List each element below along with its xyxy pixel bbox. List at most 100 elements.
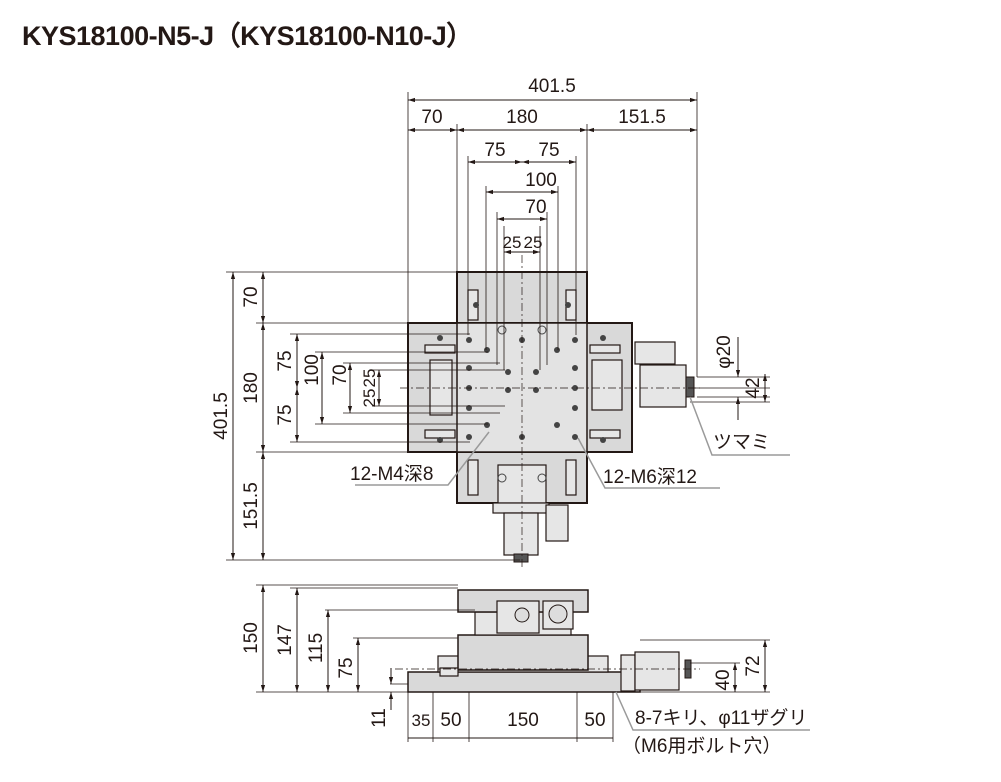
dimension-label: 115 xyxy=(306,633,327,663)
drawing-shape xyxy=(473,302,479,308)
bottom-knob xyxy=(513,553,529,563)
drawing-shape xyxy=(620,654,636,692)
drawing-shape xyxy=(537,473,547,483)
dimension-label: 75 xyxy=(275,350,296,371)
dimension-label: 72 xyxy=(743,655,764,676)
dimension-label: 25 xyxy=(360,369,379,388)
hole-note-sub: （M6用ボルト穴） xyxy=(622,735,781,757)
drawing-shape xyxy=(424,344,456,354)
top-dims-vertical: 401.5 70 180 151.5 75 75 100 70 25 25 xyxy=(211,271,520,561)
dimension-label: 40 xyxy=(713,669,734,690)
drawing-shape xyxy=(497,325,507,335)
dimension-line xyxy=(577,437,720,489)
dimension-label: 100 xyxy=(525,170,557,191)
knob-label: ツマミ xyxy=(713,432,770,453)
drawing-shape xyxy=(600,437,606,443)
tap-m6-label: 12-M6深12 xyxy=(603,466,697,488)
knob-diameter: φ20 xyxy=(714,335,735,368)
right-knob xyxy=(685,376,695,398)
drawing-shape xyxy=(589,429,621,439)
dim-total-width: 401.5 xyxy=(528,76,576,97)
drawing-shape xyxy=(484,422,490,428)
drawing-shape xyxy=(548,604,568,624)
dim-middle: 180 xyxy=(506,107,538,128)
drawing-shape xyxy=(466,365,472,371)
drawing-shape xyxy=(537,325,547,335)
drawing-shape xyxy=(600,335,606,341)
dimension-label: 147 xyxy=(275,624,296,656)
drawing-shape xyxy=(484,347,490,353)
side-view xyxy=(395,589,700,693)
drawing-shape xyxy=(437,437,443,443)
drawing-shape xyxy=(466,405,472,411)
drawing-shape xyxy=(429,359,453,416)
right-connector xyxy=(634,341,676,365)
drawing-shape xyxy=(437,302,606,483)
dimension-label: 11 xyxy=(369,708,390,728)
dimension-label: 25 xyxy=(360,389,379,408)
drawing-shape xyxy=(466,337,472,343)
drawing-shape xyxy=(497,473,507,483)
side-dims: 150 147 115 75 11 40 72 35 50 150 50 8-7… xyxy=(241,584,810,757)
dimension-label: 70 xyxy=(330,364,351,385)
drawing-shape xyxy=(505,369,511,375)
drawing-shape xyxy=(496,600,540,634)
dimension-label: 150 xyxy=(507,710,539,731)
drawing-shape xyxy=(572,337,578,343)
dimension-label: 35 xyxy=(412,711,431,730)
top-view xyxy=(400,255,700,570)
drawing-shape xyxy=(572,365,578,371)
dimension-label: 401.5 xyxy=(211,392,232,440)
dimension-line xyxy=(615,691,810,731)
dimension-label: 75 xyxy=(336,657,357,678)
drawing-shape xyxy=(565,459,577,496)
dimension-label: 180 xyxy=(241,372,262,404)
drawing-shape xyxy=(554,422,560,428)
dimension-label: 151.5 xyxy=(241,482,262,530)
page-title: KYS18100-N5-J（KYS18100-N10-J） xyxy=(22,21,473,51)
drawing-shape xyxy=(437,335,443,341)
drawing-shape xyxy=(424,429,456,439)
drawing-shape xyxy=(572,434,578,440)
drawing-shape xyxy=(492,502,550,514)
tap-m4-label: 12-M4深8 xyxy=(350,463,433,485)
dimension-label: 50 xyxy=(440,710,461,731)
dimension-label: 70 xyxy=(241,286,262,307)
tap-callouts: 12-M4深8 12-M6深12 xyxy=(350,431,720,489)
dimension-label: 75 xyxy=(538,140,559,161)
drawing-shape xyxy=(572,385,578,391)
dimension-line xyxy=(355,431,490,486)
dimension-label: 70 xyxy=(525,197,546,218)
drawing-shape xyxy=(467,459,479,496)
dimension-line xyxy=(689,396,790,456)
drawing-shape xyxy=(533,387,539,393)
hole-note: 8-7キリ、φ11ザグリ xyxy=(635,707,807,729)
drawing-shape xyxy=(591,359,623,411)
dimension-label: 150 xyxy=(241,622,262,654)
drawing-shape xyxy=(505,387,511,393)
drawing-shape xyxy=(589,344,621,354)
right-motor xyxy=(639,364,687,408)
dim-left: 70 xyxy=(421,107,442,128)
drawing-shape xyxy=(514,607,530,623)
dimension-label: 42 xyxy=(743,377,764,398)
drawing-shape xyxy=(466,434,472,440)
drawing-shape xyxy=(565,302,571,308)
bottom-motor xyxy=(503,512,539,556)
top-dims-horizontal: 401.5 70 180 151.5 75 75 100 70 25 25 xyxy=(407,76,698,377)
drawing-shape xyxy=(554,347,560,353)
drawing-shape xyxy=(533,369,539,375)
dimension-label: 25 xyxy=(524,233,543,252)
knob-dims: φ20 42 ツマミ xyxy=(688,335,790,456)
dimension-label: 25 xyxy=(503,233,522,252)
drawing-shape xyxy=(545,504,569,542)
side-motor xyxy=(634,651,680,691)
drawing-shape xyxy=(572,405,578,411)
dimension-label: 75 xyxy=(275,404,296,425)
dim-right: 151.5 xyxy=(618,107,666,128)
drawing-shape xyxy=(439,667,459,677)
dimension-label: 75 xyxy=(484,140,505,161)
dimension-label: 100 xyxy=(302,354,323,386)
middle-carriage xyxy=(457,634,589,671)
